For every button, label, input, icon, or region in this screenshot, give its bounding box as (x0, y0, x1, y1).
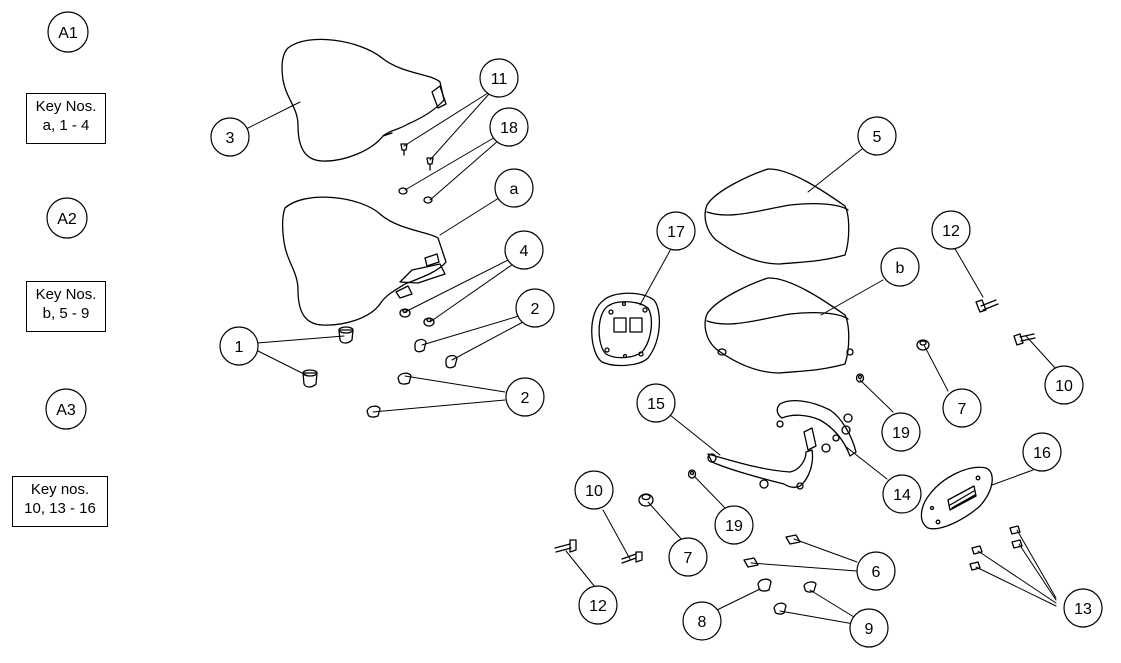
svg-text:13: 13 (1074, 601, 1092, 618)
seat-lower (281, 196, 447, 326)
svg-text:3: 3 (226, 130, 235, 147)
callout-5: 5 (857, 116, 897, 156)
callout-b: b (880, 247, 920, 287)
assembly-label-a3-text: A3 (56, 402, 76, 419)
seat-cushion-5 (704, 168, 850, 265)
assembly-label-a3: A3 (45, 388, 87, 430)
svg-text:9: 9 (865, 621, 874, 638)
assembly-label-a2-text: A2 (57, 211, 77, 228)
callout-1: 1 (219, 326, 259, 366)
assembly-label-a1: A1 (47, 11, 89, 53)
callouts: 11 3 18 a 4 2 2 1 5 17 b 12 7 10 15 19 1… (210, 58, 1103, 648)
callout-7-lower: 7 (668, 537, 708, 577)
callout-18: 18 (489, 107, 529, 147)
svg-text:12: 12 (942, 223, 960, 240)
key-box-a3: Key nos. 10, 13 - 16 (12, 476, 108, 527)
callout-19-lower: 19 (714, 505, 754, 545)
frame-bracket-14 (776, 399, 857, 457)
svg-text:7: 7 (958, 401, 967, 418)
callout-19-upper: 19 (881, 412, 921, 452)
svg-text:19: 19 (725, 518, 743, 535)
callout-12-lower: 12 (578, 585, 618, 625)
svg-text:4: 4 (520, 243, 529, 260)
callout-17: 17 (656, 211, 696, 251)
callout-15: 15 (636, 383, 676, 423)
callout-2-upper: 2 (515, 288, 555, 328)
svg-text:b: b (896, 260, 905, 277)
callout-4: 4 (504, 230, 544, 270)
svg-text:2: 2 (531, 301, 540, 318)
svg-text:6: 6 (872, 564, 881, 581)
svg-text:10: 10 (1055, 378, 1073, 395)
hardware-a1 (302, 143, 458, 418)
svg-text:8: 8 (698, 614, 707, 631)
callout-12-upper: 12 (931, 210, 971, 250)
callout-3: 3 (210, 117, 250, 157)
key-box-a1-range: a, 1 - 4 (42, 117, 90, 134)
support-bar-15 (707, 449, 814, 490)
mounting-plate-17 (591, 292, 661, 367)
callout-11: 11 (479, 58, 519, 98)
key-box-a3-title: Key nos. (30, 481, 90, 498)
callout-13: 13 (1063, 588, 1103, 628)
cover-plate-16 (920, 466, 993, 530)
svg-text:1: 1 (235, 339, 244, 356)
svg-text:15: 15 (647, 396, 665, 413)
assembly-label-a1-text: A1 (58, 25, 78, 42)
callout-8: 8 (682, 601, 722, 641)
callout-a: a (494, 168, 534, 208)
callout-6: 6 (856, 551, 896, 591)
svg-text:16: 16 (1033, 445, 1051, 462)
svg-text:17: 17 (667, 224, 685, 241)
seat-cushion-b (704, 277, 854, 374)
key-box-a2-range: b, 5 - 9 (42, 305, 90, 322)
assembly-labels: A1 A2 A3 (45, 11, 89, 430)
seat-upper (281, 38, 447, 162)
callout-14: 14 (882, 474, 922, 514)
assembly-label-a2: A2 (46, 197, 88, 239)
callout-10-upper: 10 (1044, 365, 1084, 405)
svg-text:12: 12 (589, 598, 607, 615)
svg-text:10: 10 (585, 483, 603, 500)
key-box-a1-title: Key Nos. (35, 98, 97, 115)
callout-16: 16 (1022, 432, 1062, 472)
callout-10-lower: 10 (574, 470, 614, 510)
svg-text:11: 11 (491, 71, 508, 88)
svg-text:14: 14 (893, 487, 911, 504)
callout-2-lower: 2 (505, 377, 545, 417)
svg-text:7: 7 (684, 550, 693, 567)
callout-9: 9 (849, 608, 889, 648)
svg-text:19: 19 (892, 425, 910, 442)
svg-text:5: 5 (873, 129, 882, 146)
svg-text:18: 18 (500, 120, 518, 137)
leader-lines (245, 92, 1057, 625)
key-box-a1: Key Nos. a, 1 - 4 (26, 93, 106, 144)
key-box-a3-range: 10, 13 - 16 (24, 500, 96, 517)
callout-7-upper: 7 (942, 388, 982, 428)
svg-text:2: 2 (521, 390, 530, 407)
key-box-a2: Key Nos. b, 5 - 9 (26, 281, 106, 332)
hardware-right (554, 299, 1036, 615)
key-box-a2-title: Key Nos. (35, 286, 97, 303)
svg-text:a: a (510, 181, 519, 198)
